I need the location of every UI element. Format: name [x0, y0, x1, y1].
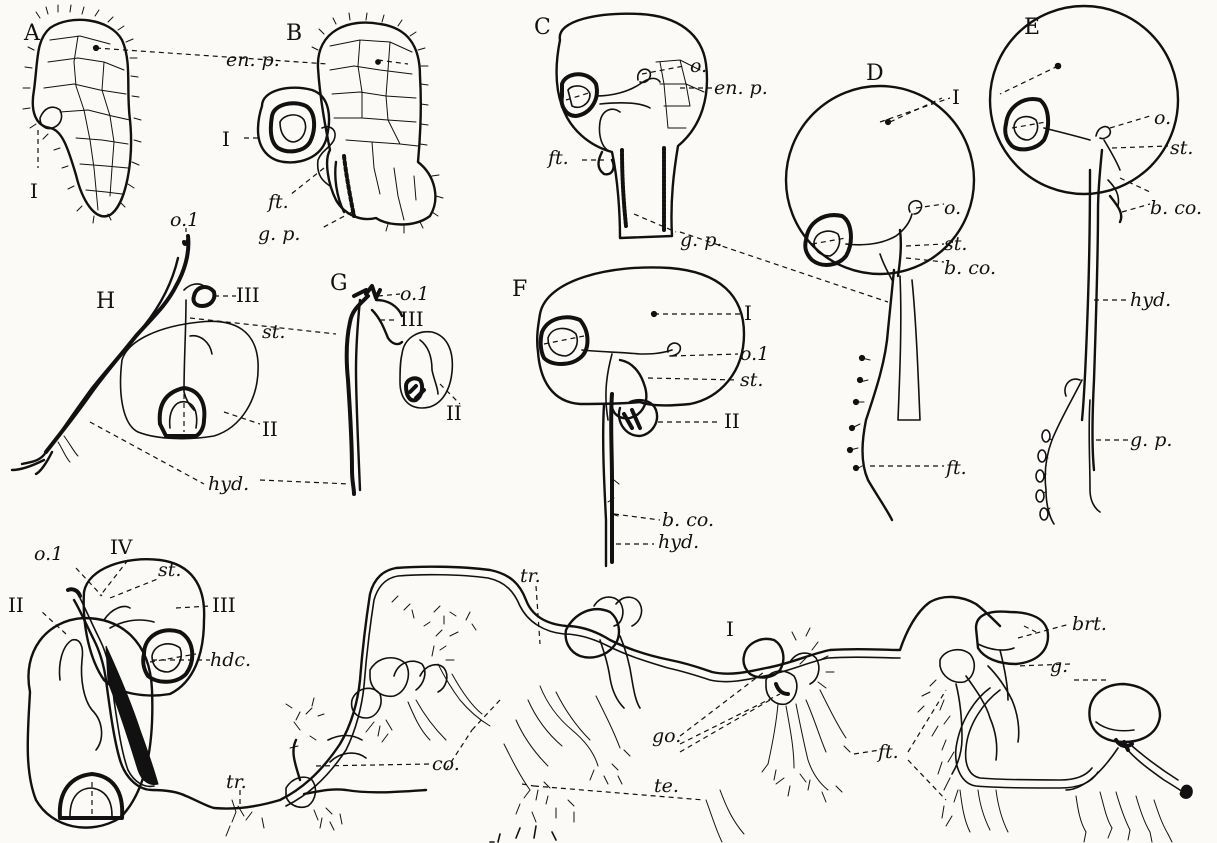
figure-d-larva: [680, 86, 974, 520]
figure-label-g: G: [330, 271, 348, 296]
label-g-p-e: g. p.: [1130, 429, 1172, 451]
label-ft-b: ft.: [266, 191, 289, 213]
label-o-d: o.: [944, 197, 961, 219]
label-tr-top: tr.: [520, 565, 541, 587]
label-I-de: I: [952, 85, 960, 109]
figure-label-f: F: [512, 277, 527, 302]
label-o1-bottom: o.1: [34, 543, 63, 565]
figure-g-larva: [260, 286, 460, 494]
figure-label-a: A: [23, 21, 41, 46]
label-st-f: st.: [740, 369, 763, 391]
label-en-p-c: en. p.: [714, 77, 768, 99]
label-ft-c: ft.: [546, 147, 569, 169]
label-III-bottom: III: [212, 593, 236, 617]
label-hyd-f: hyd.: [658, 531, 699, 553]
label-o1-g: o.1: [400, 283, 429, 305]
label-go-bottom: go.: [652, 725, 681, 747]
label-b-co-d: b. co.: [944, 257, 996, 279]
label-ft-bottom: ft.: [876, 741, 899, 763]
label-II-h: II: [262, 417, 278, 441]
label-II-g: II: [446, 401, 462, 425]
label-st-bottom: st.: [158, 559, 181, 581]
label-II-bottom: II: [8, 593, 24, 617]
label-brt-bottom: brt.: [1072, 613, 1107, 635]
label-en-p-a: en. p.: [226, 49, 280, 71]
label-IV-bottom: IV: [110, 535, 133, 559]
figure-label-d: D: [866, 61, 884, 86]
figure-label-e: E: [1024, 15, 1040, 40]
label-hdc-bottom: hdc.: [210, 649, 251, 671]
figure-label-h: H: [96, 289, 115, 314]
label-o-e: o.: [1154, 107, 1171, 129]
label-co-bottom: co.: [432, 753, 460, 775]
label-III-h: III: [236, 283, 260, 307]
figure-h-larva: [12, 228, 336, 484]
label-III-g: III: [400, 307, 424, 331]
label-st-d: st.: [944, 233, 967, 255]
bottom-colony-figure: [28, 559, 1193, 842]
figure-label-c: C: [534, 15, 551, 40]
label-o-c: o.: [690, 55, 707, 77]
label-g-bottom: g.: [1050, 655, 1068, 677]
label-g-p-c: g. p.: [680, 229, 722, 251]
label-hyd-e: hyd.: [1130, 289, 1171, 311]
label-tr-left: tr.: [226, 771, 247, 793]
label-te-bottom: te.: [654, 775, 679, 797]
figure-c-larva: [557, 14, 713, 238]
label-I-b: I: [222, 127, 230, 151]
label-ft-d: ft.: [944, 457, 967, 479]
label-hyd-gh: hyd.: [208, 473, 249, 495]
label-I-bottom: I: [726, 617, 734, 641]
label-I-a: I: [30, 179, 38, 203]
label-st-gh: st.: [262, 321, 285, 343]
figure-label-b: B: [286, 21, 302, 46]
label-st-e: st.: [1170, 137, 1193, 159]
label-o1-f: o.1: [740, 343, 769, 365]
label-b-co-e: b. co.: [1150, 197, 1202, 219]
label-g-p-b: g. p.: [258, 223, 300, 245]
label-II-f: II: [724, 409, 740, 433]
label-b-co-f: b. co.: [662, 509, 714, 531]
label-o1-h: o.1: [170, 209, 199, 231]
label-I-f: I: [744, 301, 752, 325]
